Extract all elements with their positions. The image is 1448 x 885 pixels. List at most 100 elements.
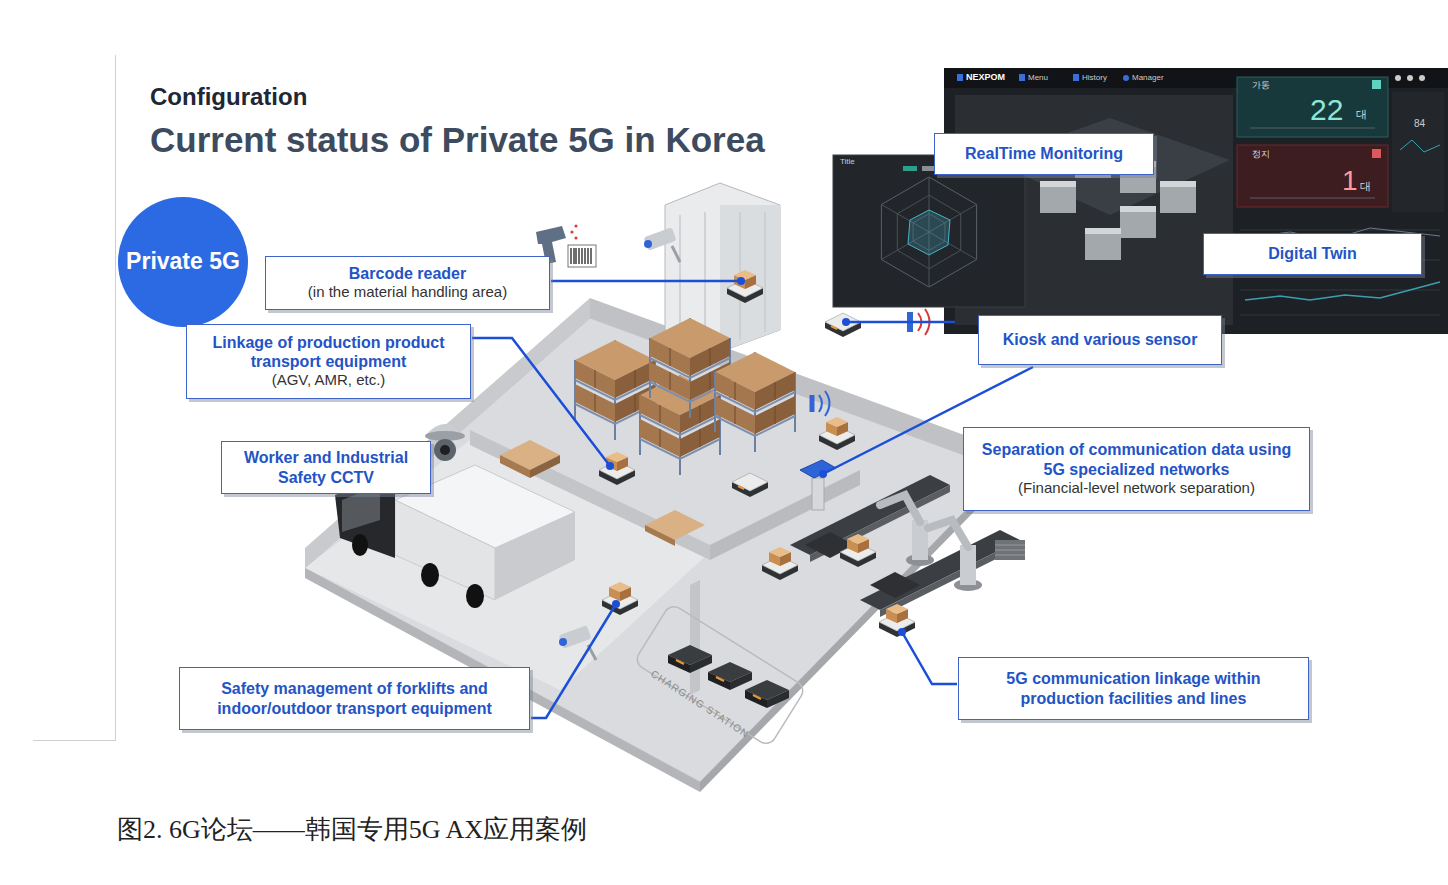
warehouse-illustration <box>466 584 484 608</box>
callout-note: (Financial-level network separation) <box>1018 479 1255 498</box>
sensor-waves <box>825 391 830 416</box>
cctv-dome <box>425 424 465 461</box>
radar-chart-panel <box>833 155 1025 307</box>
leader-lines <box>472 338 610 466</box>
dashboard-panel <box>1400 140 1440 152</box>
count-unit: 대 <box>1356 108 1367 120</box>
callout-heading: Kiosk and various sensor <box>1003 330 1198 349</box>
warehouse-illustration <box>602 582 638 615</box>
warehouse-illustration <box>495 512 575 600</box>
side-value: 84 <box>1414 118 1425 129</box>
dashboard-panel <box>1392 92 1444 212</box>
leader-lines <box>551 280 740 283</box>
warehouse-illustration <box>840 534 876 567</box>
barcode-reader <box>570 230 573 233</box>
cctv-camera <box>559 638 567 646</box>
warehouse-illustration <box>720 205 780 352</box>
warehouse-illustration <box>530 455 560 478</box>
callout-box: Worker and Industrial Safety CCTV <box>221 441 431 494</box>
menu-tab: History <box>1082 74 1107 83</box>
callout-heading: Digital Twin <box>1268 244 1357 263</box>
network-badge: Private 5G <box>118 197 248 327</box>
cctv-camera <box>644 227 680 262</box>
barcode-reader <box>571 248 591 264</box>
dashboard-panel <box>1250 128 1375 198</box>
dashboard-panel <box>957 74 963 81</box>
sensor-waves <box>810 395 815 412</box>
menu-tab: Manager <box>1132 74 1164 83</box>
warehouse-illustration <box>732 473 768 497</box>
dashboard-panel <box>1073 74 1079 81</box>
leader-dots <box>606 462 614 470</box>
dashboard-panel <box>1120 210 1156 238</box>
warehouse-illustration <box>762 547 798 580</box>
dashboard-panel <box>1120 206 1156 212</box>
kiosk <box>812 478 824 510</box>
warehouse-illustration <box>690 580 700 695</box>
callout-heading: Barcode reader <box>349 264 466 283</box>
leader-dots <box>737 277 745 285</box>
figure-caption: 图2. 6G论坛——韩国专用5G AX应用案例 <box>117 814 587 845</box>
panel-title: Title <box>840 158 855 167</box>
radar-chart-panel <box>908 210 950 255</box>
cctv-dome <box>434 439 456 461</box>
leader-dots <box>842 318 850 326</box>
callout-note: (AGV, AMR, etc.) <box>272 371 386 390</box>
dashboard-panel <box>1123 75 1129 81</box>
charging-robots <box>690 655 712 673</box>
dashboard-panel <box>1372 149 1381 158</box>
dashboard-panel <box>1085 228 1121 234</box>
menu-tab: Menu <box>1028 74 1048 83</box>
dashboard-panel <box>1019 74 1025 81</box>
callout-box: RealTime Monitoring <box>934 133 1154 175</box>
leader-dots <box>898 628 906 636</box>
callout-note: (in the material handling area) <box>308 283 507 302</box>
cctv-camera <box>672 246 680 262</box>
robot-arm <box>960 545 976 585</box>
barcode-reader <box>568 245 596 267</box>
callout-heading: Safety management of forklifts and indoo… <box>188 679 521 717</box>
leader-lines <box>902 632 957 684</box>
charging-robots <box>708 672 730 690</box>
charging-robots <box>730 672 752 690</box>
badge-text: Private 5G <box>126 249 240 274</box>
status-name: 정지 <box>1252 150 1270 160</box>
leader-lines <box>472 281 1033 718</box>
leader-dots <box>612 600 620 608</box>
warehouse-illustration <box>33 55 116 741</box>
warehouse-illustration <box>352 534 368 556</box>
dashboard-panel <box>1419 75 1425 81</box>
dashboard-panel <box>1160 185 1196 213</box>
radar-chart-panel <box>833 155 1025 307</box>
cctv-camera <box>559 625 592 648</box>
callout-heading: RealTime Monitoring <box>965 144 1123 163</box>
warehouse-illustration <box>995 540 1025 560</box>
radar-chart-panel <box>881 177 976 287</box>
warehouse-illustration <box>819 417 855 450</box>
warehouse-illustration <box>727 270 763 303</box>
charging-robots <box>767 690 789 708</box>
dashboard-panel <box>1395 75 1401 81</box>
robot-arm <box>928 520 982 591</box>
dashboard-panel <box>1407 75 1413 81</box>
warehouse-illustration <box>634 603 807 747</box>
warehouse-illustration <box>870 572 920 598</box>
kiosk <box>800 460 836 510</box>
cctv-camera <box>559 625 596 660</box>
robot-arm <box>880 495 920 522</box>
callout-heading: Linkage of production product transport … <box>195 333 462 371</box>
leader-dots <box>606 277 906 636</box>
cctv-dome <box>440 445 450 455</box>
warehouse-illustration <box>395 500 495 600</box>
robot-arm <box>928 520 968 547</box>
barcode-reader <box>574 236 577 239</box>
callout-box: Linkage of production product transport … <box>186 324 471 399</box>
charging-robots <box>668 655 690 673</box>
callout-box: Digital Twin <box>1203 233 1422 275</box>
warehouse-illustration <box>645 525 675 546</box>
callout-heading: 5G communication linkage within producti… <box>967 669 1300 707</box>
leader-lines <box>846 321 955 324</box>
leader-dots <box>819 470 827 478</box>
status-count: 1 <box>1342 166 1358 197</box>
